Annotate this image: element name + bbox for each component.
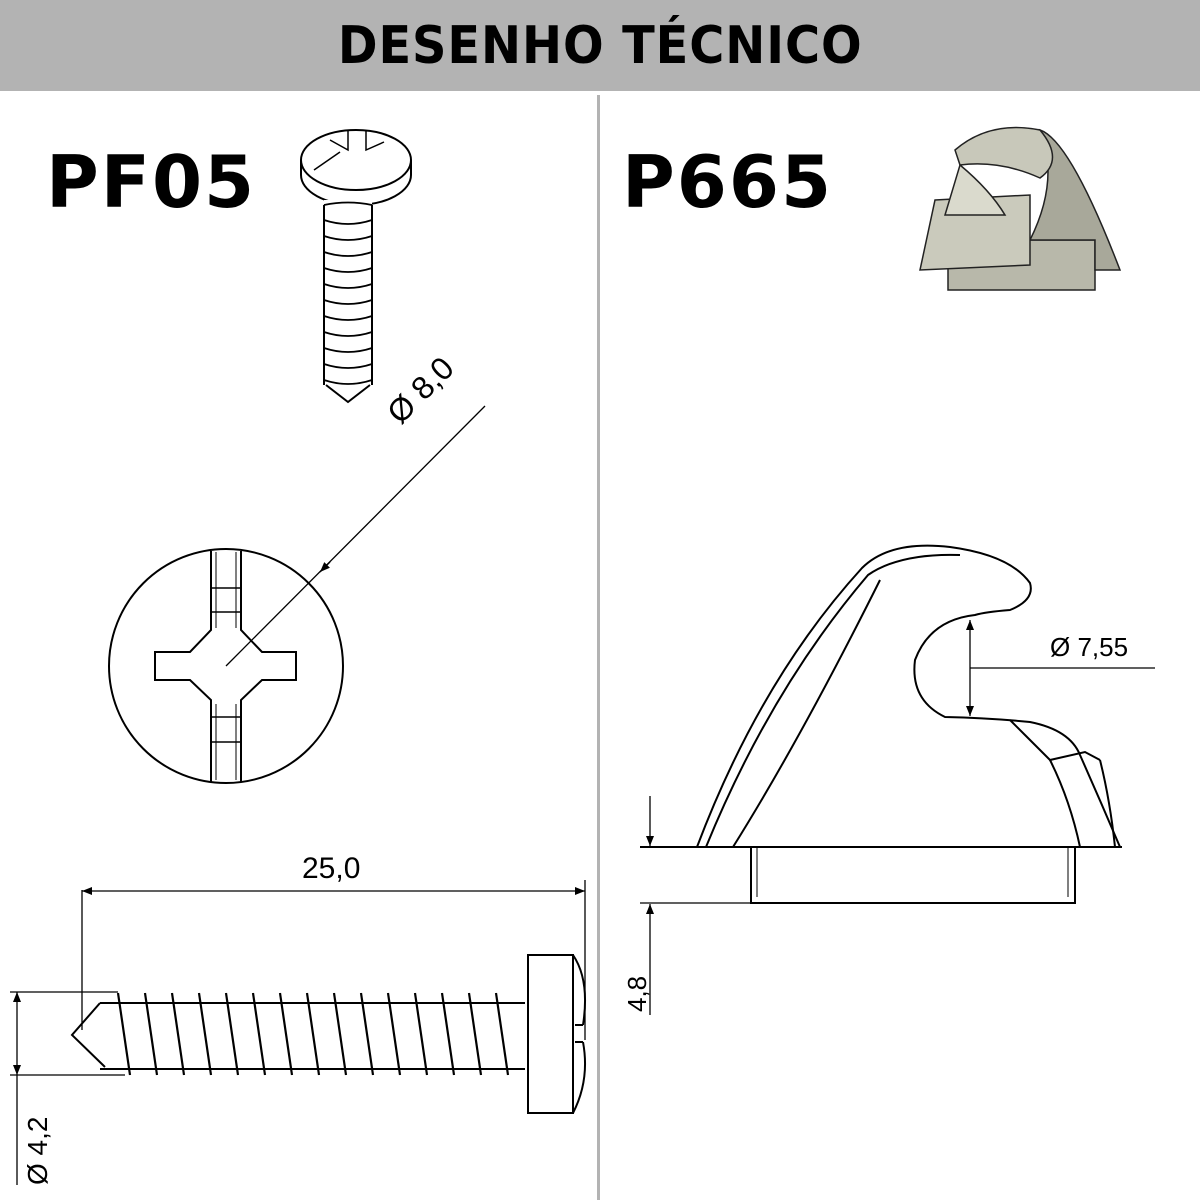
cleat-side-view — [640, 544, 1122, 904]
dim-hook-diameter: Ø 7,55 — [1050, 632, 1129, 662]
cleat-3d-render-icon — [919, 126, 1122, 291]
panel-divider — [597, 95, 600, 1200]
part-code-left: PF05 — [46, 140, 257, 224]
screw-head-top-view — [108, 405, 486, 784]
dim-length: 25,0 — [302, 852, 361, 885]
screw-side-view — [10, 880, 586, 1185]
dim-thread-diameter: Ø 4,2 — [22, 1116, 53, 1185]
screw-3d-icon — [300, 129, 412, 404]
page-title: DESENHO TÉCNICO — [337, 15, 863, 76]
part-code-right: P665 — [622, 140, 834, 224]
cleat-dimensions — [640, 620, 1155, 1015]
dim-base-height: 4,8 — [622, 975, 652, 1012]
header-bar: DESENHO TÉCNICO — [0, 0, 1200, 91]
